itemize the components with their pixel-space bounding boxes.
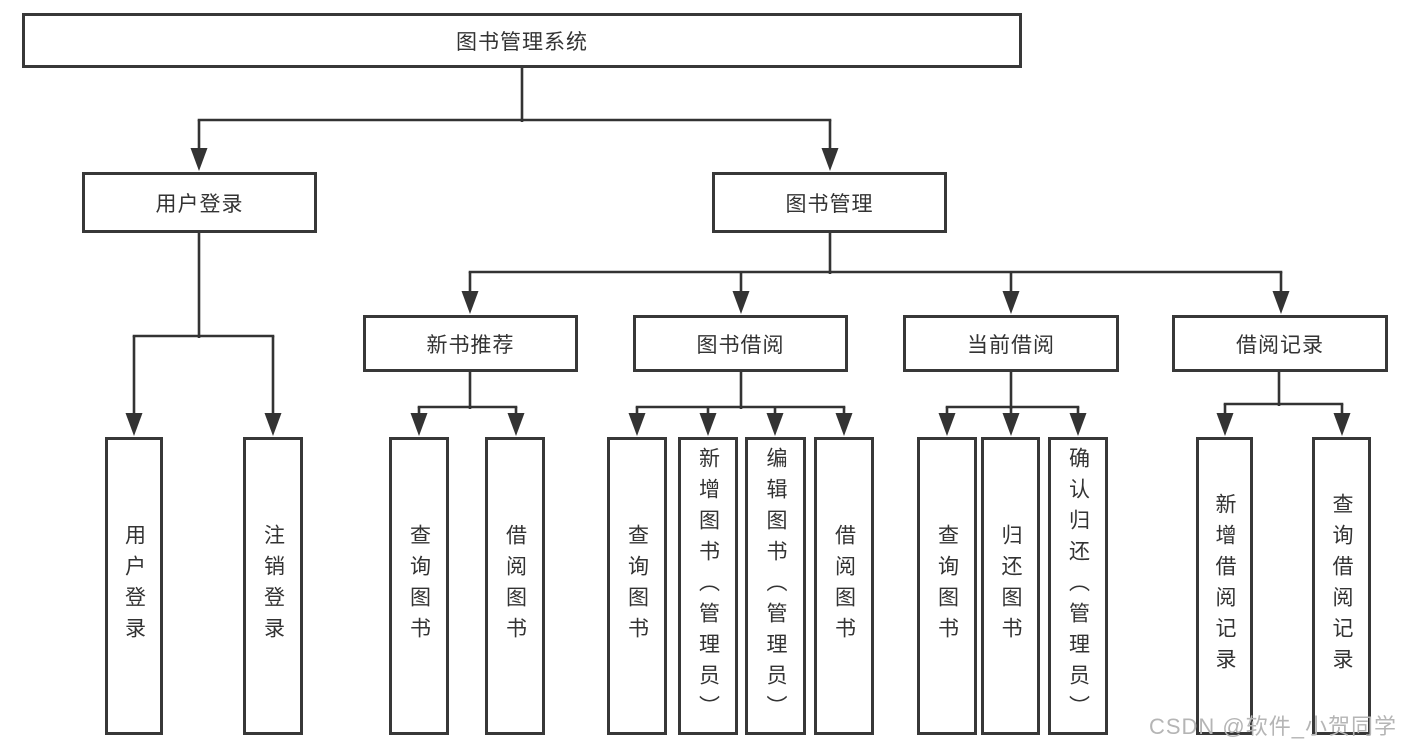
arrowhead-icon (1002, 413, 1020, 436)
leaf-add-book-admin: 新增图书（管理员） (678, 437, 738, 735)
leaf-add-borrow-record: 新增借阅记录 (1196, 437, 1253, 735)
node-book-management: 图书管理 (712, 172, 947, 233)
arrowhead-icon (699, 413, 717, 436)
arrowhead-icon (1002, 291, 1020, 314)
arrowhead-icon (766, 413, 784, 436)
arrowhead-icon (125, 413, 143, 436)
leaf-query-books-borrow: 查询图书 (607, 437, 667, 735)
leaf-return-books: 归还图书 (981, 437, 1040, 735)
arrowhead-icon (507, 413, 525, 436)
leaf-borrow-books-recommend: 借阅图书 (485, 437, 545, 735)
arrowhead-icon (264, 413, 282, 436)
leaf-query-books-recommend: 查询图书 (389, 437, 449, 735)
node-borrow-records: 借阅记录 (1172, 315, 1388, 372)
arrowhead-icon (835, 413, 853, 436)
leaf-borrow-books: 借阅图书 (814, 437, 874, 735)
arrowhead-icon (1216, 413, 1234, 436)
leaf-confirm-return-admin: 确认归还（管理员） (1048, 437, 1108, 735)
node-library-management-system: 图书管理系统 (22, 13, 1022, 68)
leaf-logout: 注销登录 (243, 437, 303, 735)
node-book-borrow: 图书借阅 (633, 315, 848, 372)
node-new-book-recommend: 新书推荐 (363, 315, 578, 372)
arrowhead-icon (732, 291, 750, 314)
arrowhead-icon (410, 413, 428, 436)
node-current-borrow: 当前借阅 (903, 315, 1119, 372)
csdn-watermark: CSDN @软件_小贺同学 (1148, 714, 1397, 739)
arrowhead-icon (1333, 413, 1351, 436)
arrowhead-icon (461, 291, 479, 314)
arrowhead-icon (1272, 291, 1290, 314)
node-user-login: 用户登录 (82, 172, 317, 233)
leaf-user-login: 用户登录 (105, 437, 163, 735)
leaf-query-borrow-record: 查询借阅记录 (1312, 437, 1371, 735)
leaf-edit-book-admin: 编辑图书（管理员） (745, 437, 806, 735)
arrowhead-icon (938, 413, 956, 436)
arrowhead-icon (821, 148, 839, 171)
leaf-query-books-current: 查询图书 (917, 437, 977, 735)
arrowhead-icon (628, 413, 646, 436)
arrowhead-icon (1069, 413, 1087, 436)
arrowhead-icon (190, 148, 208, 171)
